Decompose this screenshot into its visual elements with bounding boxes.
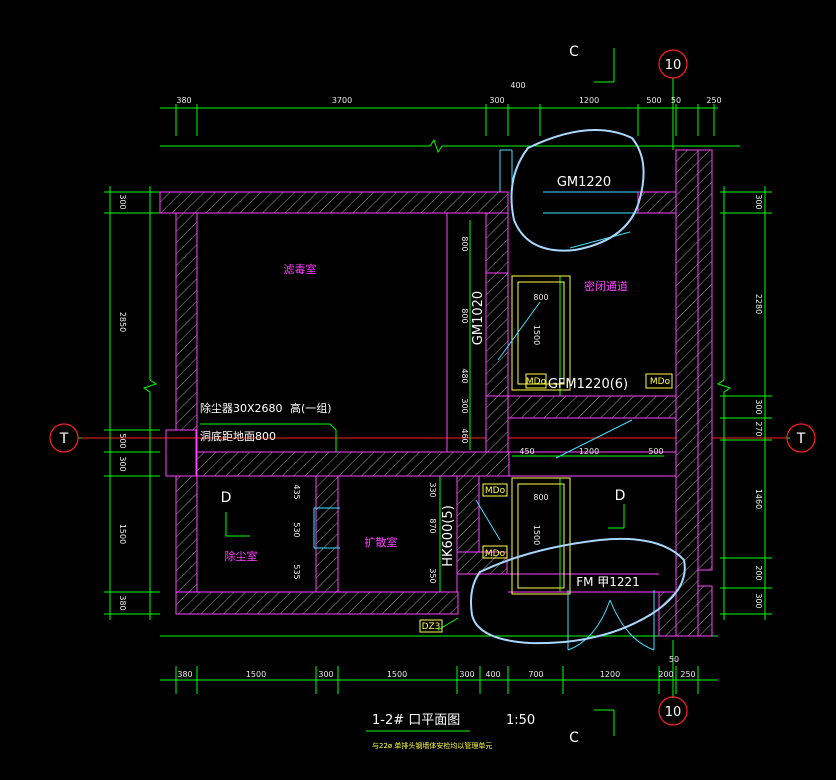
drawing-title: 1-2# 口平面图: [372, 713, 460, 728]
dim-inner-1500b: 1500: [532, 525, 541, 545]
section-mark-bottom: C: [569, 730, 579, 746]
dim-bottom-2: 300: [318, 670, 333, 679]
door-swings: [313, 149, 655, 651]
dim-right-0: 300: [754, 194, 763, 209]
dim-bottom-8: 200: [658, 670, 673, 679]
label-mdo-1: MDo: [526, 377, 547, 387]
label-gm1020: GM1020: [471, 291, 486, 345]
dims-inner: 800 800 480 300 460 800 1500 800 1500 45…: [292, 236, 664, 583]
room-expansion: 扩散室: [365, 535, 398, 549]
section-mark-top: C: [569, 44, 579, 60]
dim-left-3: 300: [118, 456, 127, 471]
dim-left-5: 380: [118, 595, 127, 610]
dim-top-3: 400: [510, 81, 525, 90]
dim-top-1: 3700: [332, 96, 352, 105]
dim-bottom-4: 300: [459, 670, 474, 679]
dim-bottom-10: 50: [669, 655, 679, 664]
axis-top-label: 10: [665, 58, 682, 73]
label-fm1221: FM 甲1221: [576, 575, 640, 589]
room-dust: 除尘室: [225, 549, 258, 563]
label-hole-note: 洞底距地面800: [200, 429, 276, 443]
drawing-subtitle: 与22ø 单排头钢墙体安检均以管理单元: [372, 741, 492, 750]
axis-bubble-left: T: [49, 423, 79, 453]
dim-right-2: 300: [754, 399, 763, 414]
label-hk600: HK600(5): [441, 505, 456, 567]
dim-inner-530: 530: [292, 522, 301, 537]
walls: [159, 149, 713, 637]
dim-left-0: 300: [118, 194, 127, 209]
dim-inner-800c: 800: [533, 293, 548, 302]
axis-bubble-right: T: [786, 423, 816, 453]
dim-left-2: 500: [118, 433, 127, 448]
dim-right-5: 200: [754, 565, 763, 580]
dim-inner-330: 330: [428, 482, 437, 497]
dims-right: 300 2280 300 270 1460 200 300: [754, 194, 763, 608]
dim-top-2: 300: [489, 96, 504, 105]
section-mark-d2: D: [615, 488, 626, 504]
dim-inner-800a: 800: [460, 236, 469, 251]
dim-top-7: 250: [706, 96, 721, 105]
room-filter: 滤毒室: [284, 262, 317, 276]
section-mark-d1: D: [221, 490, 232, 506]
dim-top-6: 50: [671, 96, 681, 105]
dim-bottom-3: 1500: [387, 670, 407, 679]
dim-top-5: 500: [646, 96, 661, 105]
dim-right-3: 270: [754, 421, 763, 436]
dust-collector-outline: [200, 423, 337, 452]
element-labels: GM1220 GM1020 GFM1220(6) HK600(5) FM 甲12…: [200, 175, 671, 632]
dim-right-4: 1460: [754, 489, 763, 509]
doors: [419, 275, 673, 633]
drawing-title-block: 1-2# 口平面图 1:50 与22ø 单排头钢墙体安检均以管理单元: [366, 713, 535, 750]
label-mdo-3: MDo: [485, 486, 506, 496]
label-mdo-2: MDo: [650, 377, 671, 387]
dim-inner-300a: 300: [460, 398, 469, 413]
dim-bottom-1: 1500: [246, 670, 266, 679]
label-dz3: DZ3: [422, 622, 441, 632]
drawing-scale: 1:50: [506, 713, 535, 728]
dim-left-1: 2850: [118, 312, 127, 332]
axis-bubble-bottom: 10: [658, 696, 688, 726]
axis-left-label: T: [59, 431, 69, 447]
dim-top-0: 380: [176, 96, 191, 105]
dim-bottom-5: 400: [485, 670, 500, 679]
room-names: 滤毒室 密闭通道 除尘室 扩散室: [225, 262, 629, 563]
label-mdo-4: MDo: [485, 549, 506, 559]
label-gfm1220: GFM1220(6): [548, 377, 628, 392]
dim-inner-480: 480: [460, 368, 469, 383]
dim-inner-350: 350: [428, 568, 437, 583]
annotation-circles: [470, 129, 686, 645]
room-airlock: 密闭通道: [584, 279, 628, 293]
dim-right-1: 2280: [754, 294, 763, 314]
dim-right-6: 300: [754, 593, 763, 608]
dim-bottom-0: 380: [177, 670, 192, 679]
dim-inner-1500a: 1500: [532, 325, 541, 345]
dim-inner-1200: 1200: [579, 447, 599, 456]
dim-inner-450: 450: [519, 447, 534, 456]
dims-left: 300 2850 500 300 1500 380: [118, 194, 127, 610]
axis-bubble-top: 10: [658, 49, 688, 79]
label-gm1220: GM1220: [557, 175, 611, 190]
dim-inner-800b: 800: [460, 308, 469, 323]
axis-bottom-label: 10: [665, 705, 682, 720]
dim-bottom-7: 1200: [600, 670, 620, 679]
label-height-note: 高(一组): [290, 401, 332, 415]
dims-bottom: 380 1500 300 1500 300 400 700 1200 200 2…: [177, 655, 695, 679]
axis-right-label: T: [796, 431, 806, 447]
dim-inner-800d: 800: [533, 493, 548, 502]
room-outlines: [196, 212, 677, 593]
dim-inner-460: 460: [460, 428, 469, 443]
dim-left-4: 1500: [118, 524, 127, 544]
dim-bottom-6: 700: [528, 670, 543, 679]
dim-top-4: 1200: [579, 96, 599, 105]
label-dust-collector: 除尘器30X2680: [200, 401, 283, 415]
dimension-lines: [78, 48, 790, 736]
dim-inner-435: 435: [292, 484, 301, 499]
dim-inner-870: 870: [428, 518, 437, 533]
dim-inner-500: 500: [648, 447, 663, 456]
dim-inner-535: 535: [292, 564, 301, 579]
dims-top: 380 3700 300 400 1200 500 50 250: [176, 81, 721, 105]
dim-bottom-9: 250: [680, 670, 695, 679]
